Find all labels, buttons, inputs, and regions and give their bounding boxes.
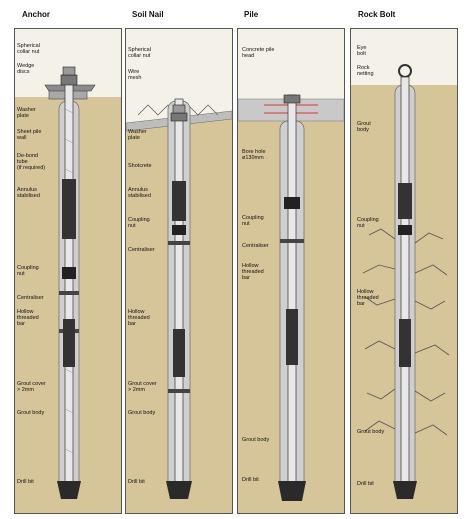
- rock-bolt-label-grout-body: Grout body: [357, 429, 385, 435]
- soil-nail-illustration: [126, 98, 232, 513]
- soil-nail-label-hollow-threaded-bar: Hollow threaded bar: [128, 309, 150, 327]
- panel-title-soil-nail: Soil Nail: [132, 10, 164, 19]
- pile-label-concrete-pile-head: Concrete pile head: [242, 47, 275, 59]
- pile-label-centraliser: Centraliser: [242, 243, 269, 249]
- pile-illustration: [238, 94, 344, 513]
- panel-title-pile: Pile: [244, 10, 259, 19]
- anchor-label-centraliser: Centraliser: [17, 295, 44, 301]
- panel-anchor: Spherical collar nut Wedge discs Washer …: [14, 28, 122, 514]
- rock-bolt-label-grout-body-top: Grout body: [357, 121, 371, 133]
- anchor-label-sheet-pile-wall: Sheet pile wall: [17, 129, 42, 141]
- panel-title-anchor: Anchor: [22, 10, 50, 19]
- rock-bolt-label-rock-netting: Rock netting: [357, 65, 374, 77]
- anchor-label-coupling-nut: Coupling nut: [17, 265, 39, 277]
- rock-bolt-illustration: [351, 64, 457, 513]
- soil-nail-label-drill-bit: Drill bit: [128, 479, 145, 485]
- soil-nail-label-coupling-nut: Coupling nut: [128, 217, 150, 229]
- soil-nail-label-wire-mesh: Wire mesh: [128, 69, 142, 81]
- anchor-label-grout-body: Grout body: [17, 410, 45, 416]
- soil-nail-label-grout-cover: Grout cover > 2mm: [128, 381, 157, 393]
- anchor-label-spherical-collar-nut: Spherical collar nut: [17, 43, 40, 55]
- soil-nail-label-washer-plate: Washer plate: [128, 129, 147, 141]
- panel-title-rock-bolt: Rock Bolt: [358, 10, 396, 19]
- anchor-label-hollow-threaded-bar: Hollow threaded bar: [17, 309, 39, 327]
- anchor-label-washer-plate: Washer plate: [17, 107, 36, 119]
- anchor-illustration: [15, 66, 121, 513]
- soil-nail-label-annulus-stabilised: Annulus stabilised: [128, 187, 151, 199]
- pile-label-grout-body: Grout body: [242, 437, 270, 443]
- anchor-label-drill-bit: Drill bit: [17, 479, 34, 485]
- panel-pile: Concrete pile head Bore hole ø130mm Coup…: [237, 28, 345, 514]
- anchor-label-annulus-stabilised: Annulus stabilised: [17, 187, 40, 199]
- pile-label-bore-hole: Bore hole ø130mm: [242, 149, 266, 161]
- anchor-label-de-bond-tube: De-bond tube (if required): [17, 153, 46, 171]
- panel-rock-bolt: Eye bolt Rock netting Grout body Couplin…: [350, 28, 458, 514]
- pile-label-hollow-threaded-bar: Hollow threaded bar: [242, 263, 264, 281]
- soil-nail-label-grout-body: Grout body: [128, 410, 156, 416]
- rock-bolt-label-hollow-threaded-bar: Hollow threaded bar: [357, 289, 379, 307]
- soil-nail-label-shotcrete: Shotcrete: [128, 163, 152, 169]
- anchor-label-grout-cover: Grout cover > 2mm: [17, 381, 46, 393]
- anchor-label-wedge-discs: Wedge discs: [17, 63, 35, 75]
- soil-nail-label-centraliser: Centraliser: [128, 247, 155, 253]
- soil-nail-label-spherical-collar-nut: Spherical collar nut: [128, 47, 151, 59]
- rock-bolt-label-eye-bolt: Eye bolt: [357, 45, 367, 57]
- pile-label-coupling-nut: Coupling nut: [242, 215, 264, 227]
- panel-soil-nail: Spherical collar nut Wire mesh Washer pl…: [125, 28, 233, 514]
- rock-bolt-label-drill-bit: Drill bit: [357, 481, 374, 487]
- rock-bolt-label-coupling-nut: Coupling nut: [357, 217, 379, 229]
- pile-label-drill-bit: Drill bit: [242, 477, 259, 483]
